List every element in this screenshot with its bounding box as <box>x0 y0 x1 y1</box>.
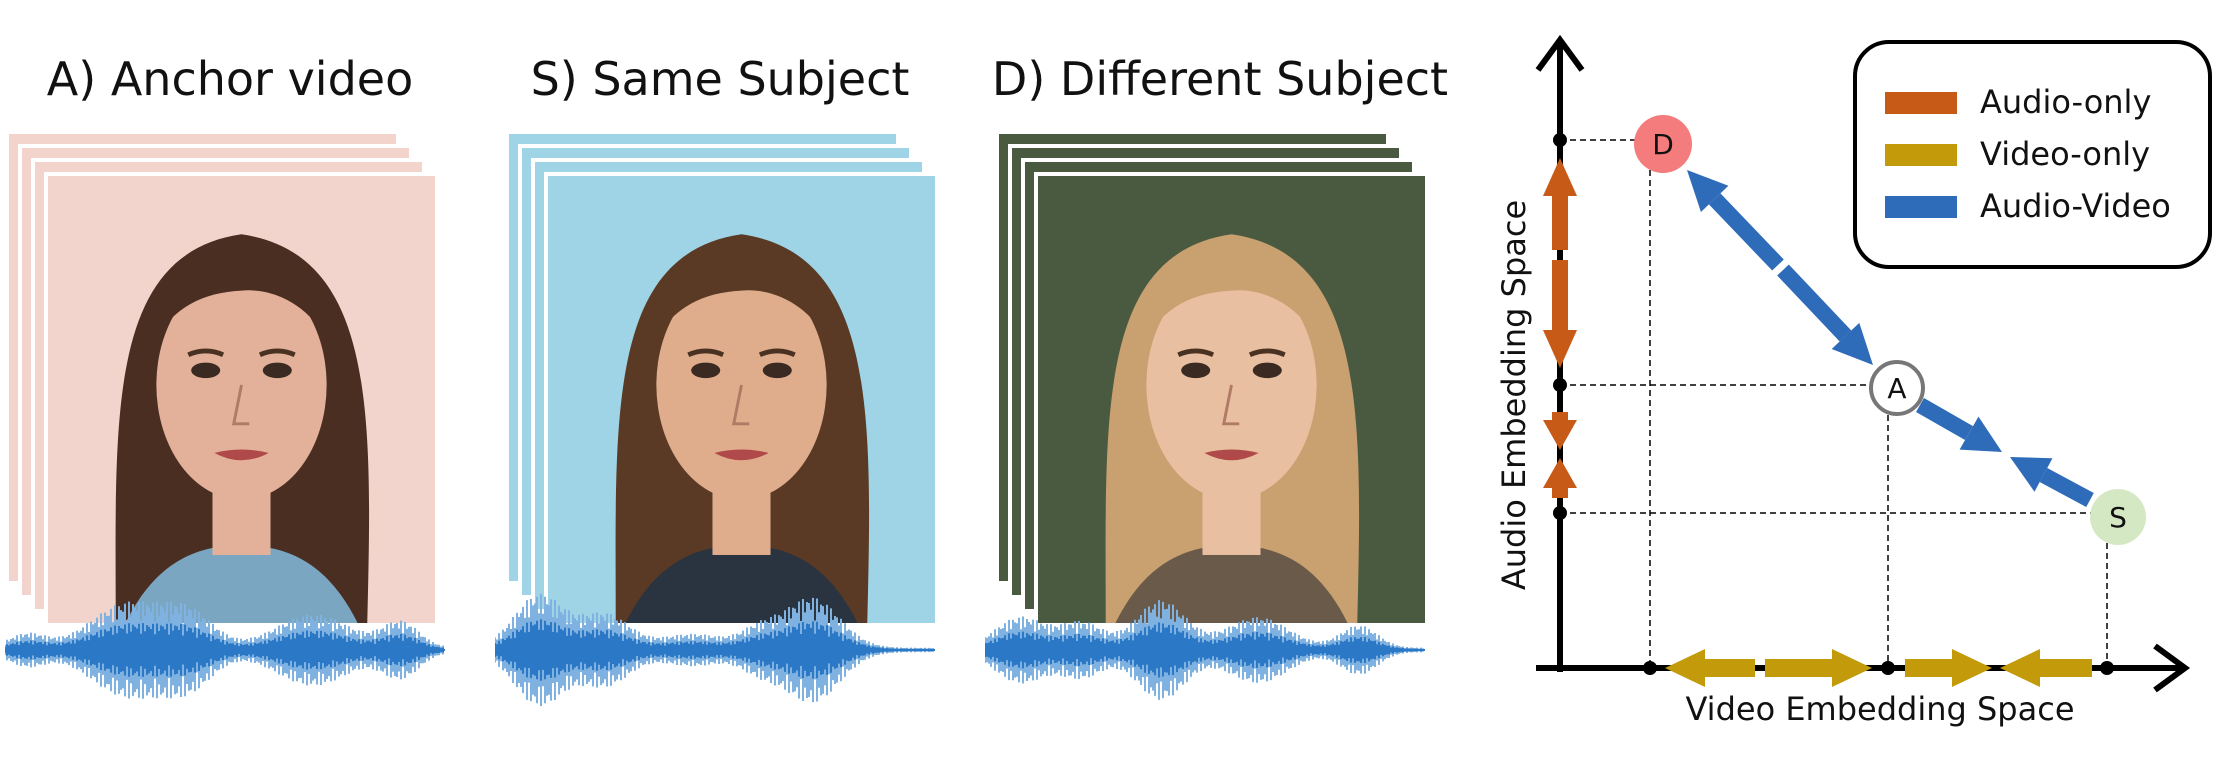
y-axis-label: Audio Embedding Space <box>1495 200 1533 590</box>
point-d: D <box>1634 115 1692 173</box>
legend-label-audio-only: Audio-only <box>1980 83 2151 121</box>
audio-arrow-to-s <box>1543 458 1577 498</box>
same-subject-audio-waveform <box>495 594 935 706</box>
anchor-audio-waveform <box>5 601 445 699</box>
audio-video-arrows <box>1687 170 2094 508</box>
legend-swatch-audio-video <box>1885 196 1957 218</box>
video-frame <box>544 172 939 627</box>
legend: Audio-only Video-only Audio-Video <box>1853 40 2212 269</box>
point-a: A <box>1869 360 1925 416</box>
point-a-label: A <box>1887 372 1906 405</box>
same-subject-title: S) Same Subject <box>530 52 910 106</box>
video-arrow-to-s <box>2000 649 2092 687</box>
point-d-marker <box>1634 115 1692 173</box>
point-s: S <box>2090 489 2146 545</box>
audio-arrow-to-d <box>1543 158 1577 250</box>
different-subject-audio-waveform <box>985 600 1425 700</box>
video-arrow-to-a-from-s <box>1905 649 1992 687</box>
av-arrow-to-d <box>1687 170 1784 271</box>
video-arrow-to-a-from-d <box>1765 649 1872 687</box>
legend-label-audio-video: Audio-Video <box>1980 187 2171 225</box>
point-s-label: S <box>2109 501 2127 534</box>
audio-arrow-to-a-from-s <box>1543 412 1577 450</box>
embedding-space-diagram: D A S Audio Embedding Space Video Embedd… <box>1495 34 2212 728</box>
y-axis-arrowhead <box>1535 34 1585 72</box>
legend-swatch-audio-only <box>1885 92 1957 114</box>
av-arrow-to-a-from-s <box>1916 398 2002 452</box>
audio-only-arrows <box>1543 158 1577 498</box>
av-arrow-to-a-from-d <box>1777 264 1873 365</box>
video-arrow-to-d <box>1665 649 1755 687</box>
video-only-arrows <box>1665 649 2092 687</box>
legend-swatch-video-only <box>1885 144 1957 166</box>
av-arrow-to-s <box>2010 457 2094 508</box>
point-a-marker <box>1869 360 1925 416</box>
video-frame <box>44 172 439 627</box>
different-subject-title: D) Different Subject <box>991 52 1449 106</box>
axis-projection-dots <box>1553 133 2114 675</box>
video-frame <box>1034 172 1429 627</box>
x-axis-label: Video Embedding Space <box>1685 690 2074 728</box>
anchor-video-title: A) Anchor video <box>46 52 414 106</box>
point-s-marker <box>2090 489 2146 545</box>
audio-arrow-to-a-from-d <box>1543 260 1577 368</box>
point-d-label: D <box>1652 128 1674 161</box>
x-axis-arrowhead <box>2153 643 2191 693</box>
legend-label-video-only: Video-only <box>1980 135 2150 173</box>
